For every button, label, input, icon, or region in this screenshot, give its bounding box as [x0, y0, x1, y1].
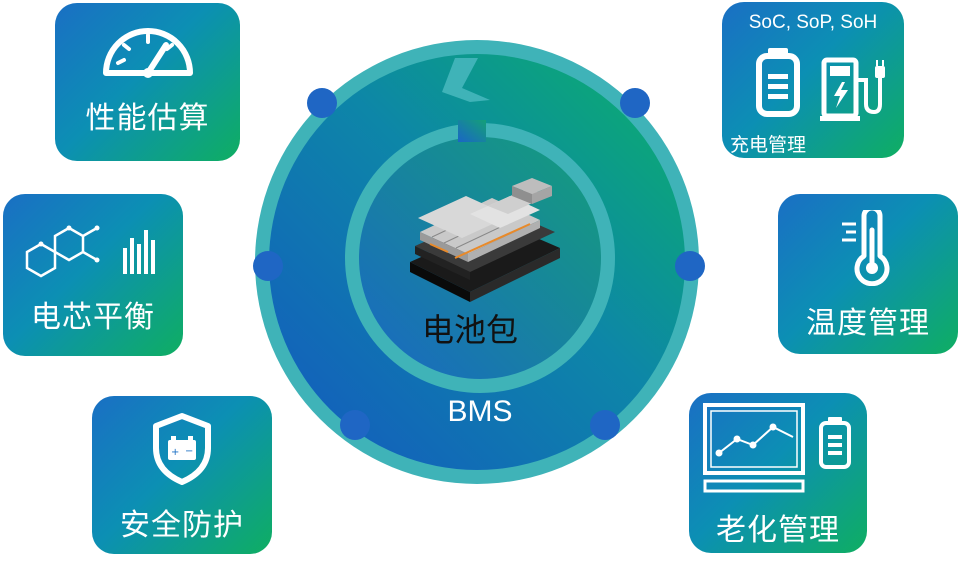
module-label: 性能估算: [85, 101, 210, 136]
battery-icon: [756, 48, 800, 117]
battery-level-icon: [819, 417, 851, 469]
inner-ring-gap: [458, 120, 486, 142]
bar-chart-icon: [123, 230, 155, 274]
module-label: 电芯平衡: [31, 300, 155, 335]
thermometer-icon: [842, 210, 890, 286]
module-charging[interactable]: SoC, SoP, SoH 充电管理: [722, 2, 904, 158]
module-label: 老化管理: [716, 513, 840, 548]
module-safety[interactable]: + − 安全防护: [92, 396, 272, 554]
module-label: 温度管理: [806, 306, 930, 341]
dot-temperature: [675, 251, 705, 281]
module-label: 安全防护: [120, 508, 244, 543]
shield-battery-icon: + −: [153, 413, 211, 485]
module-aging[interactable]: 老化管理: [689, 393, 867, 553]
bms-label: BMS: [447, 395, 513, 428]
dot-aging: [590, 410, 620, 440]
module-cell-balance[interactable]: 电芯平衡: [3, 194, 183, 356]
svg-text:−: −: [185, 446, 193, 457]
dot-cell-balance: [253, 251, 283, 281]
module-performance[interactable]: 性能估算: [55, 3, 240, 161]
module-label: 充电管理: [730, 135, 807, 156]
dot-safety: [340, 410, 370, 440]
hexagon-molecule-icon: [25, 225, 100, 278]
charging-station-icon: [820, 57, 885, 121]
speedometer-icon: [103, 28, 193, 78]
svg-text:+: +: [171, 447, 179, 458]
battery-pack-illustration: [410, 178, 560, 302]
ring-notch: [442, 58, 490, 102]
soc-sop-soh-label: SoC, SoP, SoH: [748, 12, 878, 33]
monitor-chart-icon: [703, 403, 805, 493]
battery-pack-title: 电池包: [421, 311, 518, 349]
dot-charging: [620, 88, 650, 118]
module-temperature[interactable]: 温度管理: [778, 194, 958, 354]
dot-performance: [307, 88, 337, 118]
